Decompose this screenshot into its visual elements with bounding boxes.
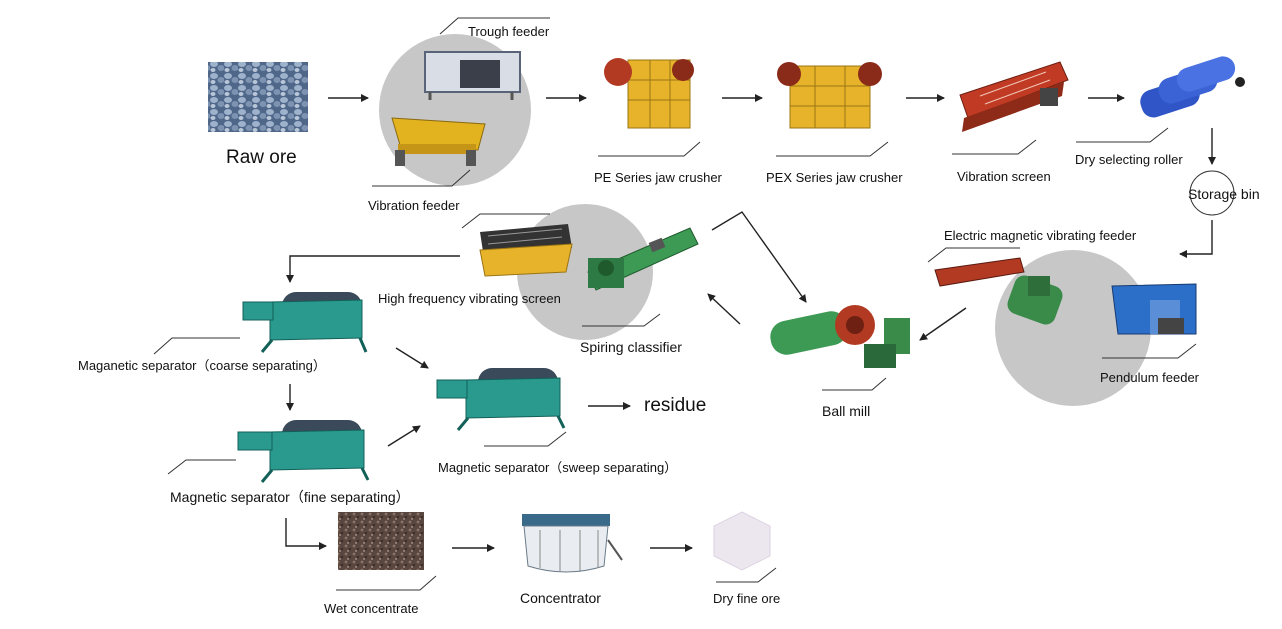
separator-sweep-image bbox=[436, 368, 566, 431]
spiring-classifier-image bbox=[587, 227, 699, 291]
electric-magnetic-vibrating-feeder-label: Electric magnetic vibrating feeder bbox=[944, 228, 1137, 243]
raw-ore-image bbox=[208, 62, 308, 132]
ball-mill-image bbox=[770, 305, 910, 368]
separator-coarse-label: Maganetic separator（coarse separating） bbox=[78, 358, 326, 373]
high-frequency-vibrating-screen-image bbox=[479, 224, 573, 277]
wet-concentrate-label: Wet concentrate bbox=[324, 601, 419, 616]
dry-fine-ore-image bbox=[713, 511, 771, 571]
trough-feeder-image bbox=[424, 51, 521, 100]
separator-fine-image bbox=[237, 420, 370, 483]
separator-sweep-label: Magnetic separator（sweep separating） bbox=[438, 460, 678, 475]
separator-fine-label: Magnetic separator（fine separating） bbox=[170, 489, 410, 505]
trough-feeder-label: Trough feeder bbox=[468, 24, 550, 39]
flow-arrows bbox=[285, 94, 1216, 552]
ball-mill-label: Ball mill bbox=[822, 403, 871, 419]
pendulum-feeder-image bbox=[1111, 283, 1197, 335]
vibration-feeder-image bbox=[391, 117, 486, 166]
electric-magnetic-vibrating-feeder-image bbox=[934, 257, 1063, 325]
label-leader-lines bbox=[153, 17, 1197, 591]
pex-jaw-crusher-label: PEX Series jaw crusher bbox=[766, 170, 903, 185]
spiring-classifier-label: Spiring classifier bbox=[580, 339, 682, 355]
vibration-screen-label: Vibration screen bbox=[957, 169, 1051, 184]
wet-concentrate-image bbox=[338, 512, 424, 570]
storage-bin-label: Storage bin bbox=[1188, 186, 1260, 202]
raw-ore-label: Raw ore bbox=[226, 147, 297, 168]
pe-jaw-crusher-label: PE Series jaw crusher bbox=[594, 170, 722, 185]
pe-jaw-crusher-image bbox=[604, 58, 694, 129]
concentrator-label: Concentrator bbox=[520, 590, 601, 606]
dry-selecting-roller-image bbox=[1140, 56, 1245, 118]
storage-bin-outline bbox=[1189, 170, 1235, 216]
concentrator-image bbox=[522, 514, 623, 573]
vibration-feeder-label: Vibration feeder bbox=[368, 198, 460, 213]
high-frequency-vibrating-screen-label: High frequency vibrating screen bbox=[378, 291, 561, 306]
dry-selecting-roller-label: Dry selecting roller bbox=[1075, 152, 1183, 167]
dry-fine-ore-label: Dry fine ore bbox=[713, 591, 781, 606]
separator-coarse-image bbox=[242, 292, 368, 353]
pendulum-feeder-label: Pendulum feeder bbox=[1100, 370, 1200, 385]
pex-jaw-crusher-image bbox=[777, 62, 882, 129]
residue-label: residue bbox=[644, 395, 707, 416]
vibration-screen-image bbox=[959, 61, 1069, 132]
